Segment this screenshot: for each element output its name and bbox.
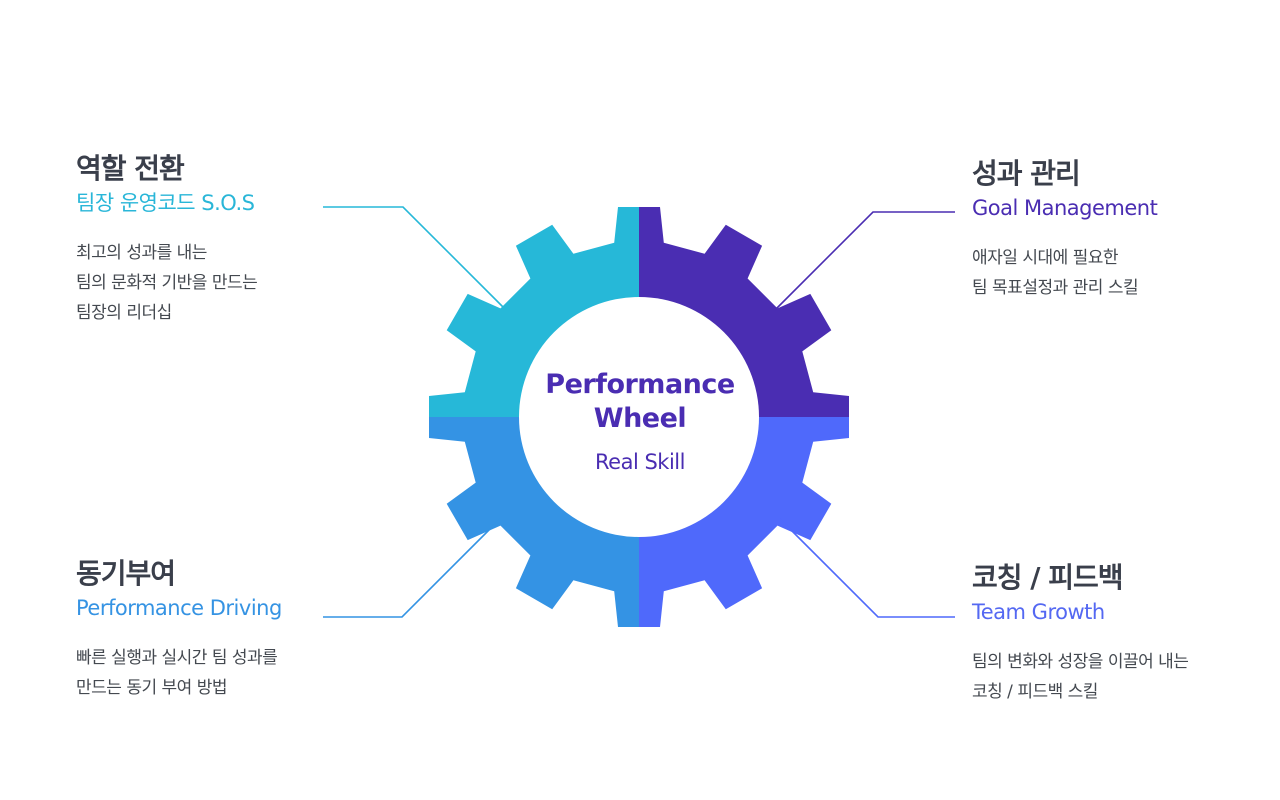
wheel-center-title: Performance Wheel (520, 368, 760, 436)
wheel-title-line2: Wheel (593, 403, 687, 434)
quadrant-description: 애자일 시대에 필요한 팀 목표설정과 관리 스킬 (972, 243, 1157, 303)
quadrant-description: 팀의 변화와 성장을 이끌어 내는 코칭 / 피드백 스킬 (972, 647, 1189, 707)
gear-center-hole (519, 297, 759, 537)
description-line: 팀의 변화와 성장을 이끌어 내는 (972, 652, 1189, 672)
quadrant-motivation: 동기부여 Performance Driving 빠른 실행과 실시간 팀 성과… (76, 557, 282, 703)
quadrant-goal-management: 성과 관리 Goal Management 애자일 시대에 필요한 팀 목표설정… (972, 157, 1158, 303)
quadrant-subtitle: Team Growth (972, 600, 1105, 624)
quadrant-title: 동기부여 (76, 557, 176, 590)
connector-bottom-right (779, 518, 955, 618)
quadrant-subtitle: Goal Management (972, 196, 1158, 220)
quadrant-subtitle: 팀장 운영코드 S.O.S (76, 191, 255, 215)
quadrant-coaching-feedback: 코칭 / 피드백 Team Growth 팀의 변화와 성장을 이끌어 내는 코… (972, 561, 1189, 707)
quadrant-description: 최고의 성과를 내는 팀의 문화적 기반을 만드는 팀장의 리더십 (76, 238, 258, 328)
quadrant-title: 코칭 / 피드백 (972, 561, 1124, 594)
quadrant-title: 성과 관리 (972, 157, 1081, 190)
quadrant-description: 빠른 실행과 실시간 팀 성과를 만드는 동기 부여 방법 (76, 643, 282, 703)
description-line: 빠른 실행과 실시간 팀 성과를 (76, 648, 278, 668)
connector-top-right (774, 211, 955, 311)
quadrant-subtitle: Performance Driving (76, 596, 282, 620)
connector-bottom-left (323, 518, 501, 618)
description-line: 팀장의 리더십 (76, 303, 172, 323)
description-line: 최고의 성과를 내는 (76, 243, 207, 263)
description-line: 코칭 / 피드백 스킬 (972, 682, 1098, 702)
wheel-center-subtitle: Real Skill (595, 450, 685, 474)
description-line: 팀 목표설정과 관리 스킬 (972, 278, 1139, 298)
wheel-title-line1: Performance (545, 369, 735, 400)
connector-top-left (323, 206, 505, 309)
description-line: 팀의 문화적 기반을 만드는 (76, 273, 258, 293)
quadrant-title: 역할 전환 (76, 152, 185, 185)
description-line: 만드는 동기 부여 방법 (76, 678, 227, 698)
quadrant-role-transition: 역할 전환 팀장 운영코드 S.O.S 최고의 성과를 내는 팀의 문화적 기반… (76, 152, 258, 328)
description-line: 애자일 시대에 필요한 (972, 248, 1119, 268)
